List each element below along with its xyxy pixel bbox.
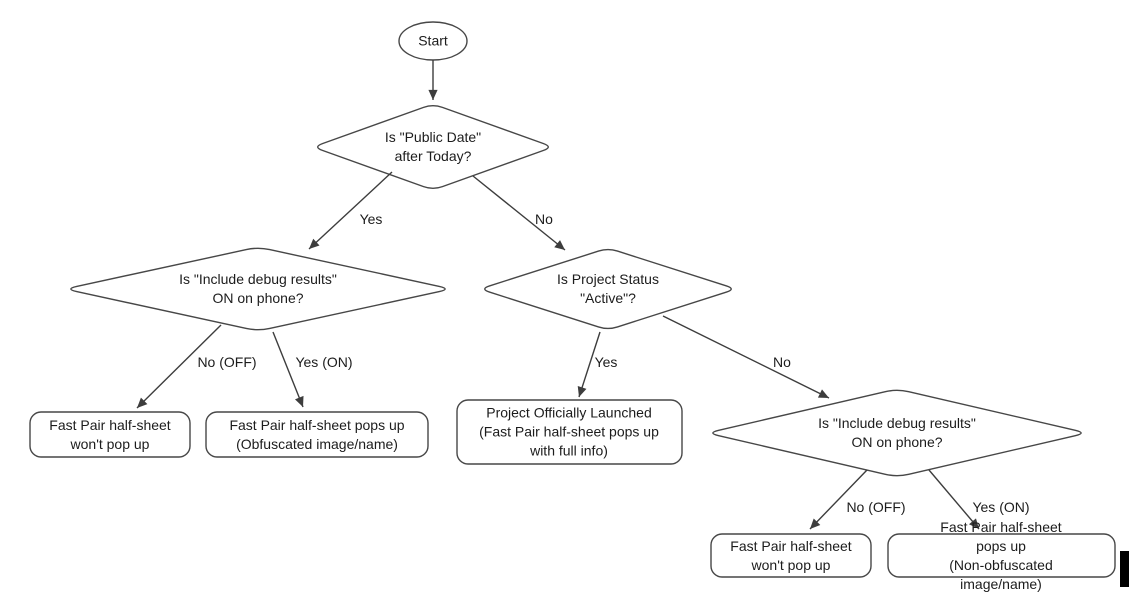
decision-debug-left-shape bbox=[70, 247, 446, 331]
arrow-yes-to-launched bbox=[577, 331, 601, 398]
arrow-yes-on-to-non-obfuscated bbox=[928, 469, 980, 530]
outcome-no-popup-left-shape bbox=[29, 411, 191, 458]
edge-label-yes-on-left: Yes (ON) bbox=[295, 354, 353, 370]
arrow-no-to-project-status bbox=[472, 175, 566, 251]
edge-label-no-off-left: No (OFF) bbox=[197, 354, 257, 370]
outcome-no-popup-right-label: Fast Pair half-sheet won't pop up bbox=[730, 538, 852, 573]
outcome-non-obfuscated-shape bbox=[887, 533, 1116, 578]
arrow-no-off-to-no-popup-right bbox=[809, 469, 868, 530]
decision-debug-right-shape bbox=[712, 389, 1082, 477]
arrow-no-to-debug-right bbox=[662, 315, 830, 399]
outcome-non-obfuscated-label: Fast Pair half-sheet pops up (Non-obfusc… bbox=[940, 519, 1062, 592]
edge-label-no-mid: No bbox=[773, 354, 791, 370]
decision-debug-right-label: Is "Include debug results" ON on phone? bbox=[818, 415, 976, 450]
edge-label-no-off-right: No (OFF) bbox=[846, 499, 906, 515]
text-cursor-artifact bbox=[1120, 551, 1129, 587]
start-node-label: Start bbox=[418, 32, 448, 49]
outcome-obfuscated-label: Fast Pair half-sheet pops up (Obfuscated… bbox=[229, 417, 405, 452]
edge-label-yes-on-right: Yes (ON) bbox=[972, 499, 1030, 515]
arrow-yes-on-to-obfuscated bbox=[272, 331, 304, 408]
outcome-no-popup-left-label: Fast Pair half-sheet won't pop up bbox=[49, 417, 171, 452]
decision-project-status-shape bbox=[484, 248, 732, 330]
decision-project-status-label: Is Project Status "Active"? bbox=[557, 271, 659, 306]
outcome-obfuscated-shape bbox=[205, 411, 429, 458]
edge-label-yes-mid: Yes bbox=[594, 354, 618, 370]
arrow-yes-to-debug-left bbox=[308, 171, 393, 250]
edge-label-yes-top: Yes bbox=[359, 211, 383, 227]
arrow-no-off-to-no-popup-left bbox=[136, 324, 222, 409]
outcome-launched-shape bbox=[456, 399, 683, 465]
decision-debug-left-label: Is "Include debug results" ON on phone? bbox=[179, 271, 337, 306]
outcome-launched-label: Project Officially Launched (Fast Pair h… bbox=[479, 404, 659, 459]
edge-label-no-top: No bbox=[535, 211, 553, 227]
decision-public-date-label: Is "Public Date" after Today? bbox=[384, 129, 482, 164]
decision-public-date-shape bbox=[317, 105, 549, 189]
outcome-no-popup-right-shape bbox=[710, 533, 872, 578]
